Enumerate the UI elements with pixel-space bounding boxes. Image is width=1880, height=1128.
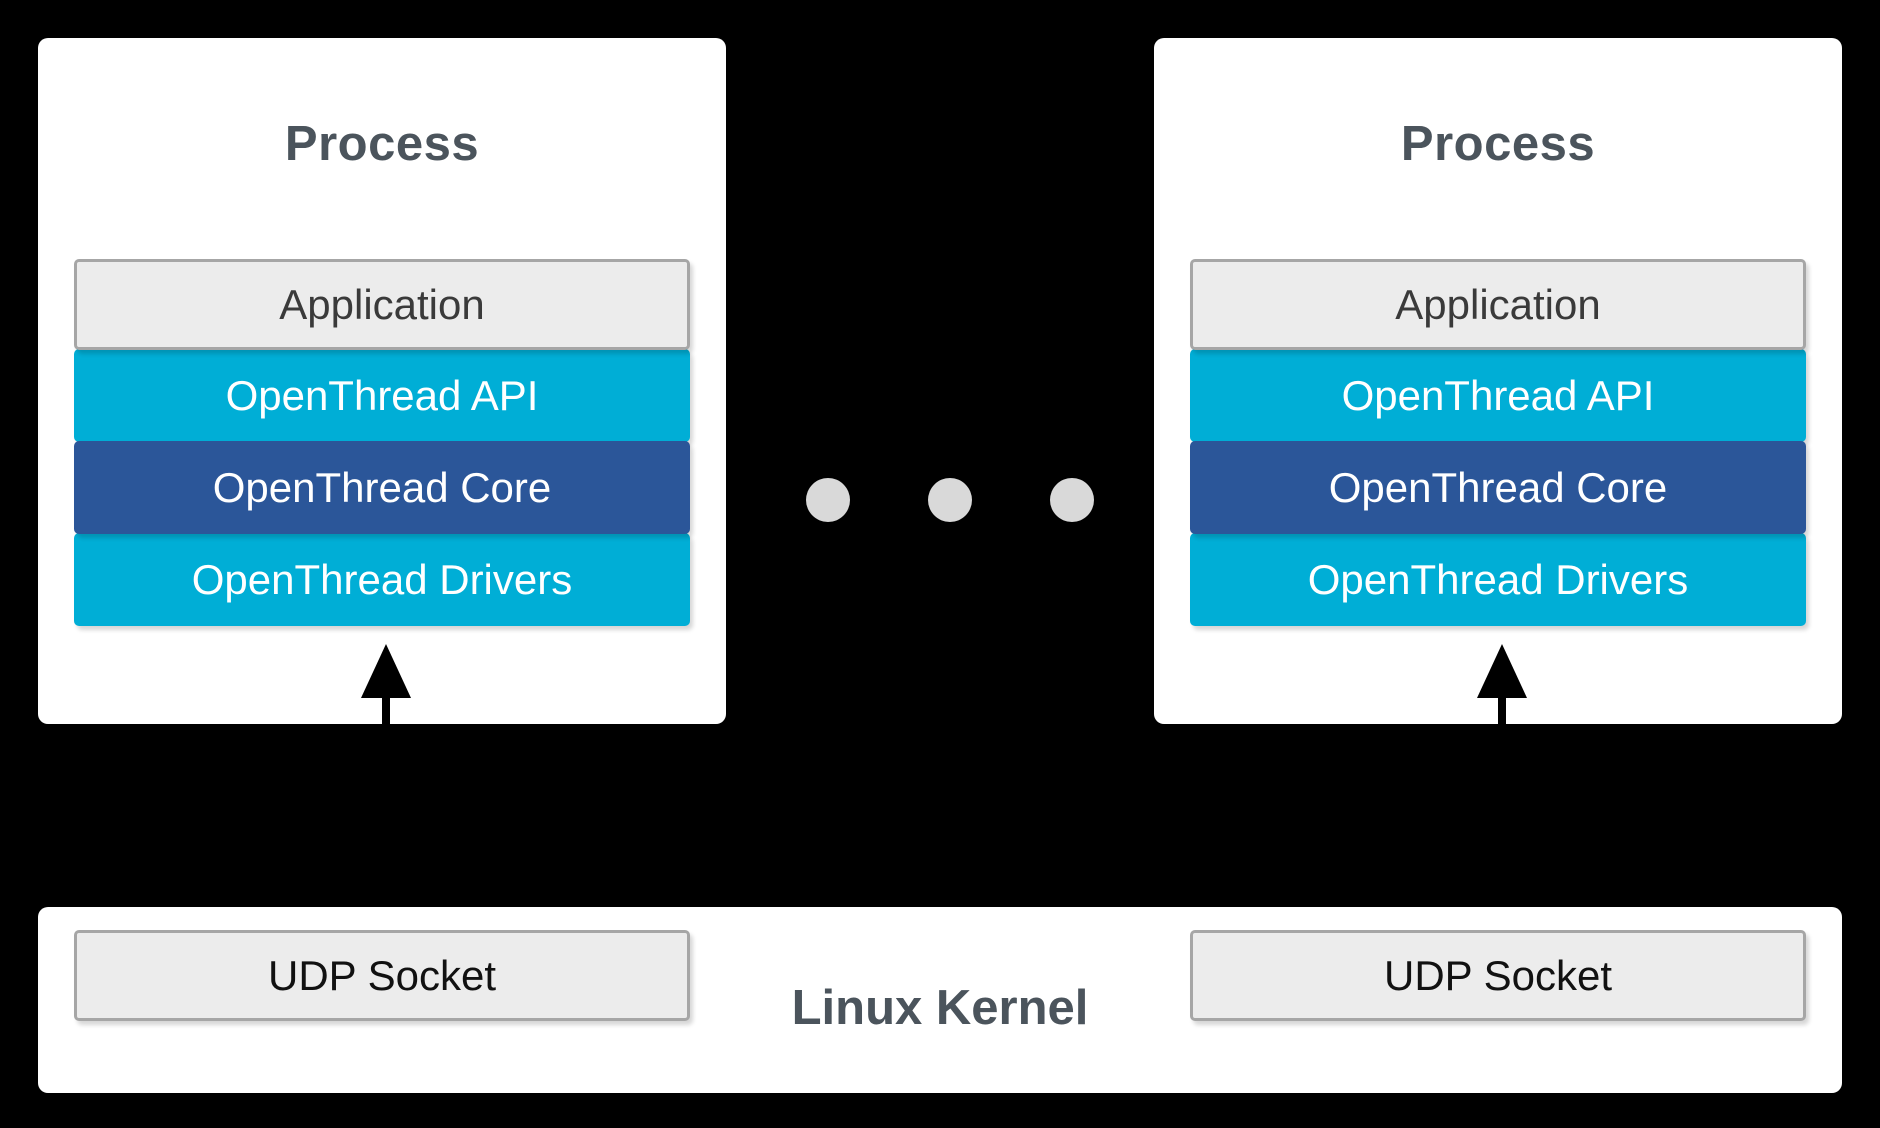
layer-application-left: Application: [74, 259, 690, 350]
layer-openthread-api-left: OpenThread API: [74, 349, 690, 442]
layer-stack-left: Application OpenThread API OpenThread Co…: [74, 259, 690, 626]
layer-openthread-core-right: OpenThread Core: [1190, 441, 1806, 534]
udp-socket-right: UDP Socket: [1190, 930, 1806, 1021]
layer-stack-right: Application OpenThread API OpenThread Co…: [1190, 259, 1806, 626]
process-box-left: Process Application OpenThread API OpenT…: [38, 38, 726, 724]
process-title-right: Process: [1400, 117, 1596, 171]
ellipsis-dot-2: [928, 478, 972, 522]
kernel-title: Linux Kernel: [791, 981, 1089, 1035]
arrow-up-icon-right: [1477, 644, 1527, 830]
layer-application-right: Application: [1190, 259, 1806, 350]
ellipsis-dot-1: [806, 478, 850, 522]
arrow-up-icon-left: [361, 644, 411, 830]
process-box-right: Process Application OpenThread API OpenT…: [1154, 38, 1842, 724]
layer-openthread-drivers-right: OpenThread Drivers: [1190, 533, 1806, 626]
udp-socket-left: UDP Socket: [74, 930, 690, 1021]
layer-openthread-api-right: OpenThread API: [1190, 349, 1806, 442]
ellipsis-dots: [806, 478, 1094, 522]
ellipsis-dot-3: [1050, 478, 1094, 522]
layer-openthread-drivers-left: OpenThread Drivers: [74, 533, 690, 626]
process-title-left: Process: [284, 117, 480, 171]
layer-openthread-core-left: OpenThread Core: [74, 441, 690, 534]
